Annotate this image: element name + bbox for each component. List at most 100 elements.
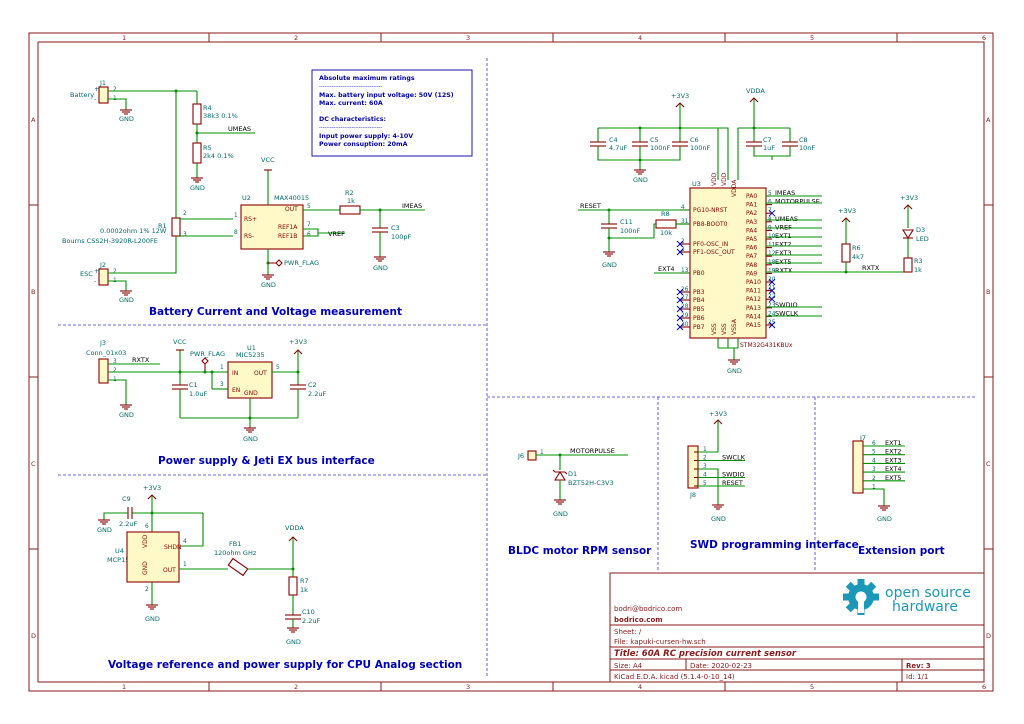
svg-text:GND: GND xyxy=(119,115,134,123)
svg-text:GND: GND xyxy=(145,615,160,623)
svg-text:PA14: PA14 xyxy=(746,313,761,320)
svg-text:Rev: 3: Rev: 3 xyxy=(906,662,931,670)
svg-text:+3V3: +3V3 xyxy=(709,410,727,418)
svg-text:EXT2: EXT2 xyxy=(775,241,792,249)
svg-text:R2: R2 xyxy=(345,189,354,197)
frame-ticks xyxy=(29,33,993,691)
svg-text:RXTX: RXTX xyxy=(775,266,793,274)
svg-text:1: 1 xyxy=(122,34,126,42)
svg-text:3: 3 xyxy=(220,382,224,388)
svg-text:1: 1 xyxy=(540,450,544,456)
svg-text:6: 6 xyxy=(982,683,986,691)
u3-right-pins: PA05IMEASPA16MOTORPULSEPA27PA38UMEASPA49… xyxy=(746,189,820,329)
svg-text:IN: IN xyxy=(232,370,238,377)
svg-text:A: A xyxy=(31,116,36,124)
svg-text:GND: GND xyxy=(373,264,388,272)
svg-text:GND: GND xyxy=(142,561,149,575)
svg-text:REF1B: REF1B xyxy=(278,233,297,240)
svg-text:5: 5 xyxy=(768,191,772,197)
svg-text:GND: GND xyxy=(711,515,726,523)
svg-text:22: 22 xyxy=(768,294,776,300)
svg-text:D1: D1 xyxy=(568,470,577,478)
svg-text:+3V3: +3V3 xyxy=(143,484,161,492)
svg-text:VDDA: VDDA xyxy=(731,179,738,197)
svg-text:4: 4 xyxy=(681,205,685,211)
svg-text:EXT3: EXT3 xyxy=(775,249,792,257)
svg-text:6: 6 xyxy=(982,34,986,42)
heading-battery-section: Battery Current and Voltage measurement xyxy=(149,306,402,318)
u4-mcp1501 xyxy=(126,531,180,583)
svg-text:B: B xyxy=(986,288,990,296)
svg-text:C9: C9 xyxy=(122,495,131,503)
u2-max40015 xyxy=(240,204,304,250)
svg-text:UMEAS: UMEAS xyxy=(775,215,798,223)
svg-text:Sheet: /: Sheet: / xyxy=(614,628,642,636)
svg-text:+: + xyxy=(94,267,99,275)
svg-text:File: kapuki-cursen-hw.sch: File: kapuki-cursen-hw.sch xyxy=(614,638,706,646)
svg-text:VDDA: VDDA xyxy=(746,87,765,95)
svg-text:R7: R7 xyxy=(300,577,309,585)
svg-text:1: 1 xyxy=(122,683,126,691)
svg-text:100nF: 100nF xyxy=(690,144,711,152)
svg-text:38k3 0.1%: 38k3 0.1% xyxy=(203,112,238,120)
svg-text:PB5: PB5 xyxy=(693,306,705,313)
svg-text:C: C xyxy=(986,460,991,468)
svg-text:+3V3: +3V3 xyxy=(900,194,918,202)
svg-text:C4: C4 xyxy=(609,136,618,144)
frame-col-labels-top: 1 2 3 4 5 6 xyxy=(122,34,986,42)
svg-text:2: 2 xyxy=(183,211,187,217)
svg-text:MOTORPULSE: MOTORPULSE xyxy=(775,198,820,206)
svg-text:MOTORPULSE: MOTORPULSE xyxy=(570,447,615,455)
svg-text:3: 3 xyxy=(703,464,707,470)
svg-text:25: 25 xyxy=(768,320,776,326)
svg-text:Battery: Battery xyxy=(70,91,94,99)
svg-text:PA9: PA9 xyxy=(746,270,757,277)
j1-connector xyxy=(98,86,109,104)
svg-text:4: 4 xyxy=(703,473,707,479)
outer-frame xyxy=(28,32,994,692)
svg-text:RS+: RS+ xyxy=(244,216,257,223)
j7-connector xyxy=(852,440,864,494)
svg-text:PA13: PA13 xyxy=(746,305,761,312)
svg-text:GND: GND xyxy=(286,638,301,646)
svg-text:4.7uF: 4.7uF xyxy=(609,144,627,152)
svg-text:29: 29 xyxy=(681,313,689,319)
svg-text:R8: R8 xyxy=(661,210,670,218)
svg-text:3: 3 xyxy=(113,359,117,365)
svg-text:RXTX: RXTX xyxy=(132,356,150,364)
j2-connector xyxy=(98,268,109,286)
svg-text:31: 31 xyxy=(681,219,689,225)
svg-text:R1: R1 xyxy=(158,222,167,230)
svg-text:5: 5 xyxy=(307,204,311,210)
svg-text:U3: U3 xyxy=(692,180,701,188)
svg-text:GND: GND xyxy=(553,510,568,518)
svg-text:Max. battery input voltage: 50: Max. battery input voltage: 50V (12S) xyxy=(319,92,454,99)
svg-text:PWR_FLAG: PWR_FLAG xyxy=(284,259,319,267)
svg-text:EXT4: EXT4 xyxy=(885,465,902,473)
svg-text:3: 3 xyxy=(872,467,876,473)
svg-text:VCC: VCC xyxy=(173,338,187,346)
svg-text:LED: LED xyxy=(916,235,929,243)
svg-text:30: 30 xyxy=(681,322,689,328)
svg-text:REF1A: REF1A xyxy=(278,224,298,231)
svg-text:J8: J8 xyxy=(689,491,696,499)
svg-text:SWDIO: SWDIO xyxy=(722,471,745,479)
svg-text:5: 5 xyxy=(872,450,876,456)
svg-text:IMEAS: IMEAS xyxy=(775,189,795,197)
svg-text:13: 13 xyxy=(681,268,689,274)
svg-text:EXT1: EXT1 xyxy=(775,232,792,240)
svg-text:GND: GND xyxy=(261,281,276,289)
svg-text:------------------------------: ----------------------------------- xyxy=(319,125,382,131)
svg-text:3: 3 xyxy=(466,683,470,691)
svg-text:PWR_FLAG: PWR_FLAG xyxy=(190,350,225,358)
svg-text:+3V3: +3V3 xyxy=(838,207,856,215)
